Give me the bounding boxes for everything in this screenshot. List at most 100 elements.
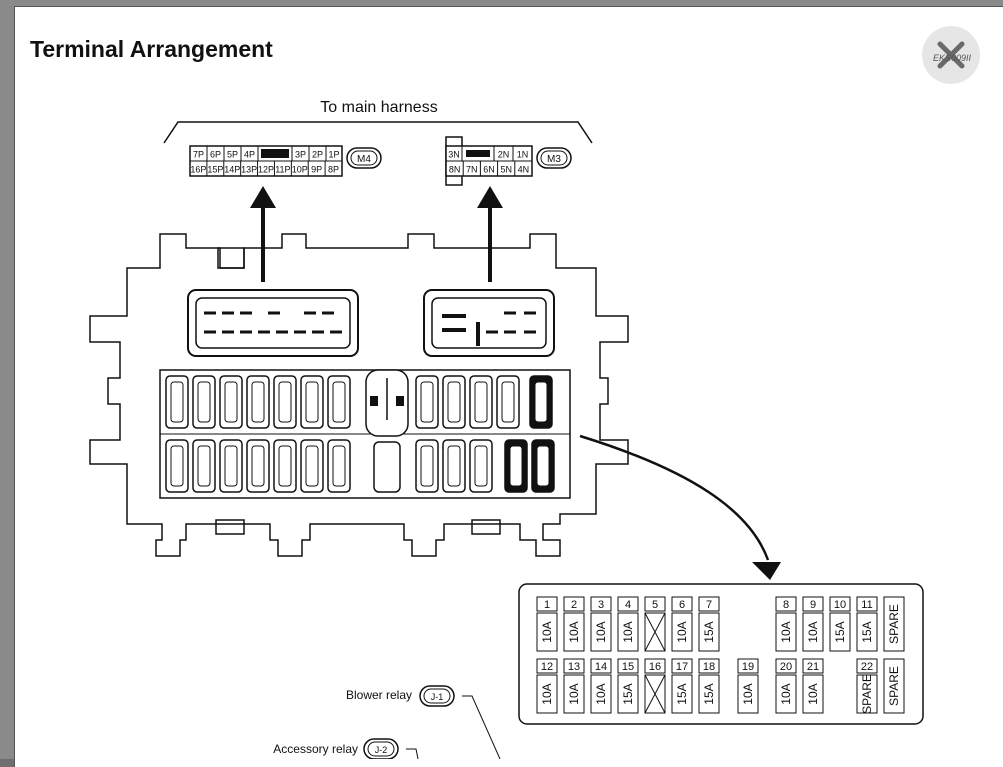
connector-pin: 8N — [449, 165, 461, 175]
fuse-number: 1 — [544, 599, 550, 611]
fuse-rating: 15A — [675, 683, 689, 704]
connector-pin: 13P — [241, 165, 257, 175]
connector-pin: 3N — [448, 150, 460, 160]
fuse-number: 11 — [861, 599, 872, 611]
connector-pin: 1P — [328, 150, 339, 160]
fuse-rating: 10A — [567, 683, 581, 704]
fuse-number: 17 — [676, 661, 688, 673]
accessory-relay-label: Accessory relay — [273, 742, 358, 756]
connector-pin: 1N — [517, 150, 529, 160]
fuse-slot: SPARE — [883, 596, 905, 652]
connector-pin: 15P — [207, 165, 223, 175]
fuse-rating: SPARE — [887, 604, 901, 644]
fuse-rating: 10A — [806, 683, 820, 704]
m4-socket — [187, 289, 359, 357]
connector-pin: 8P — [328, 165, 339, 175]
arrow-m4 — [250, 186, 276, 282]
fuse-number: 15 — [622, 661, 634, 673]
fuse-rating: 15A — [833, 621, 847, 642]
connector-pin: 14P — [224, 165, 240, 175]
arrow-m3 — [477, 186, 503, 282]
fuse-rating: 10A — [779, 621, 793, 642]
fuse-slot: 1 10A — [536, 596, 558, 652]
fuse-rating: 10A — [779, 683, 793, 704]
fuse-rating: 15A — [860, 621, 874, 642]
fuse-number: 20 — [780, 661, 792, 673]
fuse-number: 3 — [598, 599, 604, 611]
fuse-slot: 11 15A — [856, 596, 878, 652]
fuse-rating: 10A — [594, 683, 608, 704]
connector-pin: 4N — [518, 165, 530, 175]
connector-pin: 6N — [483, 165, 495, 175]
fuse-slot: 16 — [644, 658, 666, 714]
fuse-slot: 20 10A — [775, 658, 797, 714]
fuse-rating: 10A — [621, 621, 635, 642]
fuse-number: 7 — [706, 599, 712, 611]
fuse-rating: 15A — [621, 683, 635, 704]
fuse-number: 5 — [652, 599, 658, 611]
pin-blank — [261, 149, 289, 158]
fuse-rating: 10A — [741, 683, 755, 704]
close-icon: EKS009II — [933, 41, 972, 69]
connector-pin: 5N — [500, 165, 512, 175]
fuse-rating: 15A — [702, 683, 716, 704]
accessory-relay-callout: Accessory relay J-2 — [273, 738, 419, 759]
fuse-slot: 7 15A — [698, 596, 720, 652]
fuse-rating: 10A — [806, 621, 820, 642]
fuse-rating: 10A — [675, 621, 689, 642]
fuse-rating: 10A — [567, 621, 581, 642]
fuse-block-body — [89, 233, 629, 557]
fuse-slot: 18 15A — [698, 658, 720, 714]
page-title: Terminal Arrangement — [30, 36, 273, 62]
connector-pin: 6P — [210, 150, 221, 160]
bay-fuses — [165, 375, 555, 493]
fuse-rating: SPARE — [887, 666, 901, 706]
fuse-rating: 10A — [594, 621, 608, 642]
connector-pin: 2N — [498, 150, 510, 160]
bay-fuse-center — [373, 441, 401, 493]
fuse-bay — [159, 369, 571, 499]
connector-pin: 2P — [312, 150, 323, 160]
fuse-rating: 10A — [540, 683, 554, 704]
connector-pin: 5P — [227, 150, 238, 160]
blower-relay-tag: J-1 — [431, 692, 444, 702]
connector-pin: 11P — [275, 165, 290, 175]
blower-relay-callout: Blower relay J-1 — [346, 685, 501, 759]
harness-bracket — [163, 121, 593, 144]
watermark-text: EKS009II — [933, 53, 972, 63]
fuse-slot: 3 10A — [590, 596, 612, 652]
accessory-relay-tag: J-2 — [375, 745, 388, 755]
connector-pin: 3P — [295, 150, 306, 160]
fuse-slot: 14 10A — [590, 658, 612, 714]
fuse-number: 2 — [571, 599, 577, 611]
connector-pin: 10P — [292, 165, 308, 175]
fuse-number: 18 — [703, 661, 715, 673]
m3-row1: 3N 2N 1N — [448, 146, 528, 161]
pin-blank — [466, 150, 490, 157]
close-button[interactable]: EKS009II — [922, 26, 980, 84]
connector-pin: 12P — [258, 165, 274, 175]
fuse-number: 22 — [861, 661, 873, 673]
m3-tag: M3 — [547, 154, 561, 165]
fuse-rating: SPARE — [860, 674, 874, 714]
fuse-rating: 15A — [702, 621, 716, 642]
fuse-number: 14 — [595, 661, 607, 673]
fuse-slot: 15 15A — [617, 658, 639, 714]
fuse-rating: 10A — [540, 621, 554, 642]
connector-pin: 16P — [190, 165, 206, 175]
